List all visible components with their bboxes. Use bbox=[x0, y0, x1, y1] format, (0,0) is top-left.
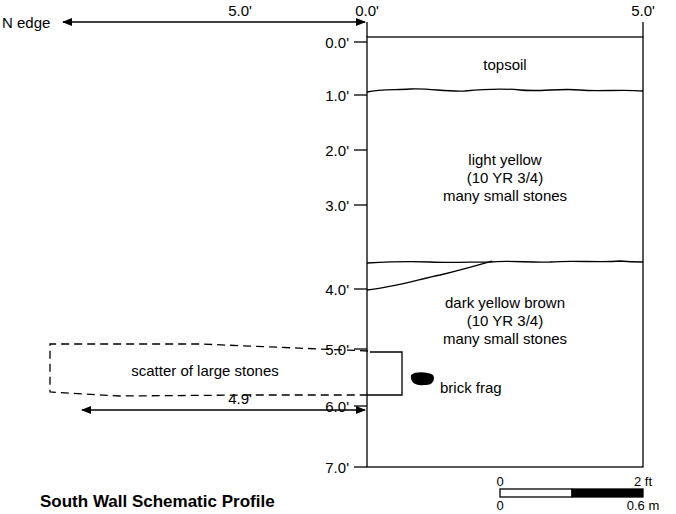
depth-label: 0.0' bbox=[325, 34, 349, 51]
scale-label: 2 ft bbox=[634, 474, 652, 489]
dimension-label: N edge bbox=[2, 14, 50, 31]
stone-scatter-edge bbox=[360, 352, 402, 395]
soil-layer: light yellow(10 YR 3/4)many small stones bbox=[370, 100, 640, 255]
layer-text: many small stones bbox=[443, 330, 567, 348]
dimension-label: 5.0' bbox=[631, 2, 655, 19]
depth-label: 5.0' bbox=[325, 341, 349, 358]
layer-boundary bbox=[367, 89, 643, 92]
dimension-label: 0.0' bbox=[355, 2, 379, 19]
dimension-label: 5.0' bbox=[228, 2, 252, 19]
brick-fragment bbox=[411, 372, 434, 385]
profile-box bbox=[367, 37, 643, 467]
depth-label: 2.0' bbox=[325, 142, 349, 159]
scale-label: 0 bbox=[496, 474, 503, 489]
dimension-arrow bbox=[82, 409, 365, 410]
layer-text: topsoil bbox=[483, 56, 526, 74]
layer-boundary bbox=[367, 261, 643, 263]
scale-bar bbox=[572, 489, 643, 497]
depth-label: 7.0' bbox=[325, 459, 349, 476]
depth-label: 3.0' bbox=[325, 197, 349, 214]
dimension-arrow bbox=[63, 21, 365, 22]
soil-layer: dark yellow brown(10 YR 3/4)many small s… bbox=[370, 292, 640, 350]
depth-label: 4.0' bbox=[325, 281, 349, 298]
layer-boundary bbox=[367, 261, 492, 290]
depth-ticks bbox=[354, 42, 367, 467]
layer-text: (10 YR 3/4) bbox=[467, 312, 543, 330]
dimension-label: 4.9' bbox=[228, 390, 252, 407]
scale-label: 0.6 m bbox=[627, 498, 660, 513]
tick bbox=[642, 22, 643, 37]
soil-layer: topsoil bbox=[370, 40, 640, 90]
layer-text: (10 YR 3/4) bbox=[467, 169, 543, 187]
dimension-label: brick frag bbox=[440, 379, 502, 396]
stone-scatter-outline bbox=[50, 344, 368, 396]
scale-label: 0 bbox=[496, 498, 503, 513]
layer-text: many small stones bbox=[443, 187, 567, 205]
layer-text: scatter of large stones bbox=[131, 362, 279, 380]
depth-label: 6.0' bbox=[325, 398, 349, 415]
depth-label: 1.0' bbox=[325, 87, 349, 104]
scale-bar bbox=[500, 489, 572, 497]
layer-text: light yellow bbox=[468, 151, 541, 169]
tick bbox=[366, 22, 367, 37]
layer-text: dark yellow brown bbox=[445, 294, 565, 312]
stone-scatter: scatter of large stones bbox=[55, 353, 355, 389]
figure-caption: South Wall Schematic Profile bbox=[40, 492, 275, 512]
